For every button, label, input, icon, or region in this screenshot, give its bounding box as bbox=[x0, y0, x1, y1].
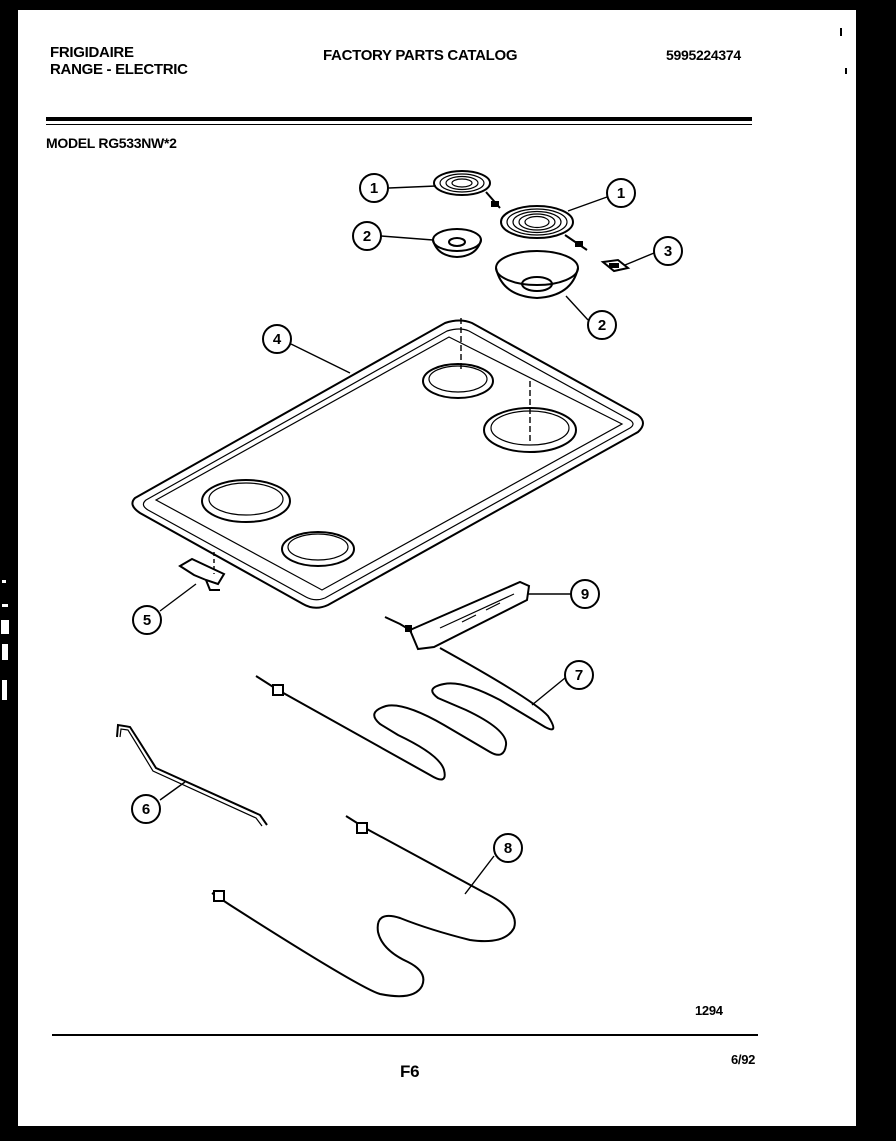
catalog-number: 5995224374 bbox=[666, 47, 741, 63]
callout-2a: 2 bbox=[352, 221, 382, 251]
catalog-title: FACTORY PARTS CATALOG bbox=[323, 47, 518, 64]
callout-label: 5 bbox=[143, 612, 151, 629]
callout-label: 8 bbox=[504, 840, 512, 857]
header-rule-thin bbox=[46, 124, 752, 125]
footer-rule bbox=[52, 1034, 758, 1036]
header-rule bbox=[46, 117, 752, 121]
callout-label: 4 bbox=[273, 331, 282, 348]
broil-element bbox=[211, 815, 516, 998]
callout-label: 7 bbox=[575, 667, 583, 684]
element-support-bracket bbox=[384, 580, 531, 651]
element-rod bbox=[116, 723, 268, 827]
catalog-sheet bbox=[18, 10, 856, 1126]
drip-bowl-small bbox=[432, 228, 482, 259]
callout-label: 2 bbox=[363, 228, 371, 245]
callout-1b: 1 bbox=[606, 178, 636, 208]
product-type: RANGE - ELECTRIC bbox=[50, 61, 188, 78]
callout-7: 7 bbox=[564, 660, 594, 690]
callout-label: 1 bbox=[617, 185, 625, 202]
leader-lines bbox=[159, 185, 655, 895]
drawing-code: 1294 bbox=[695, 1003, 723, 1018]
callout-label: 6 bbox=[142, 801, 150, 818]
callout-label: 3 bbox=[664, 243, 672, 260]
brand-block: FRIGIDAIRE RANGE - ELECTRIC bbox=[50, 44, 188, 78]
callout-6: 6 bbox=[131, 794, 161, 824]
bracket bbox=[178, 552, 226, 591]
callout-8: 8 bbox=[493, 833, 523, 863]
callout-2b: 2 bbox=[587, 310, 617, 340]
callout-5: 5 bbox=[132, 605, 162, 635]
page-number: F6 bbox=[400, 1062, 420, 1081]
brand-name: FRIGIDAIRE bbox=[50, 44, 134, 61]
callout-4: 4 bbox=[262, 324, 292, 354]
callout-1a: 1 bbox=[359, 173, 389, 203]
cooktop bbox=[131, 318, 644, 609]
model-number: MODEL RG533NW*2 bbox=[46, 135, 177, 151]
callout-label: 9 bbox=[581, 586, 589, 603]
callout-9: 9 bbox=[570, 579, 600, 609]
bake-element bbox=[255, 647, 555, 781]
drip-bowl-large bbox=[495, 250, 579, 300]
callout-3: 3 bbox=[653, 236, 683, 266]
scan-edge-marks bbox=[1, 580, 9, 700]
scan-marks bbox=[840, 28, 867, 151]
callout-label: 1 bbox=[370, 180, 378, 197]
revision-date: 6/92 bbox=[731, 1052, 756, 1067]
callout-label: 2 bbox=[598, 317, 606, 334]
surface-element-small bbox=[433, 170, 501, 209]
surface-element-large bbox=[500, 205, 588, 251]
element-receptacle bbox=[600, 258, 631, 273]
